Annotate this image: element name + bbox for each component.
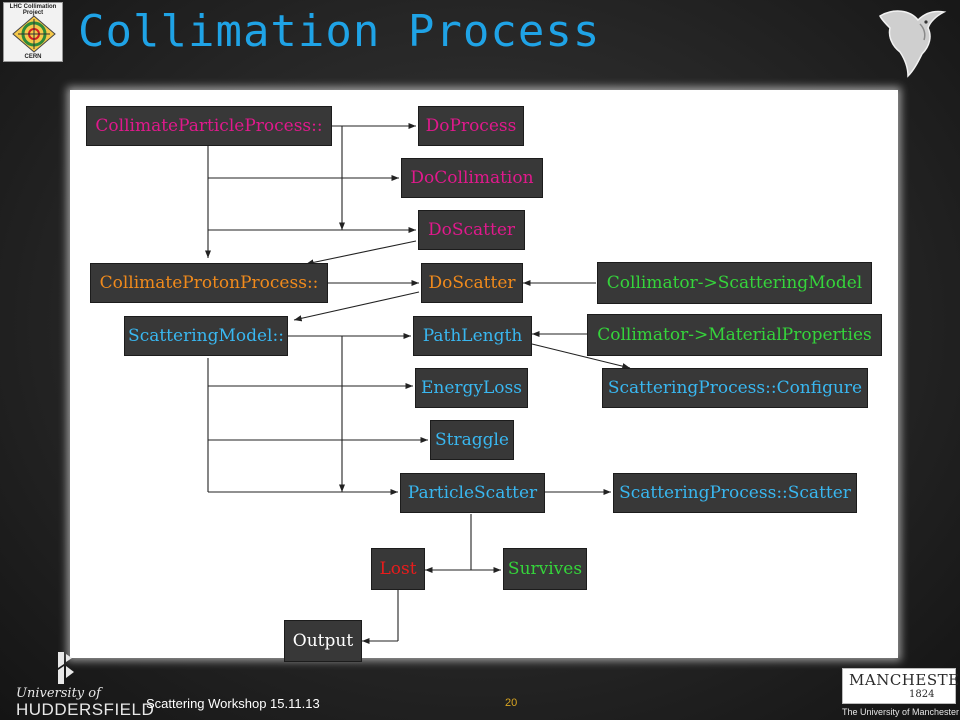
huddersfield-logo-mark [58, 652, 74, 684]
node-collimator-material-properties: Collimator->MaterialProperties [587, 314, 882, 356]
lhc-logo-bottom-text: CERN [24, 54, 42, 60]
node-collimator-scattering-model: Collimator->ScatteringModel [597, 262, 872, 304]
huddersfield-name: HUDDERSFIELD [16, 700, 155, 719]
lhc-collimation-logo: LHC Collimation Project CERN [3, 2, 63, 62]
connector-lines [204, 122, 631, 645]
node-lost: Lost [371, 548, 425, 590]
node-output: Output [284, 620, 362, 662]
page-title: Collimation Process [78, 6, 601, 57]
node-survives: Survives [503, 548, 587, 590]
node-energy-loss: EnergyLoss [415, 368, 528, 408]
node-straggle: Straggle [430, 420, 514, 460]
manchester-logo-box: MANCHESTER 1824 [842, 668, 960, 704]
node-do-scatter-1: DoScatter [418, 210, 525, 250]
manchester-logo: MANCHESTER 1824 The University of Manche… [842, 668, 960, 720]
node-do-scatter-2: DoScatter [421, 263, 523, 303]
manchester-year: 1824 [909, 689, 935, 700]
node-particle-scatter: ParticleScatter [400, 473, 545, 513]
diagram-panel: CollimateParticleProcess:: DoProcess DoC… [70, 90, 898, 662]
crosshair-icon [12, 15, 56, 53]
page-number: 20 [505, 697, 518, 709]
node-collimate-particle-process: CollimateParticleProcess:: [86, 106, 332, 146]
node-do-process: DoProcess [418, 106, 524, 146]
node-scattering-process-scatter: ScatteringProcess::Scatter [613, 473, 857, 513]
manchester-name: MANCHESTER [849, 671, 960, 689]
node-collimate-proton-process: CollimateProtonProcess:: [90, 263, 328, 303]
node-scattering-model: ScatteringModel:: [124, 316, 288, 356]
footer-event: Scattering Workshop 15.11.13 [146, 696, 320, 711]
node-scattering-process-configure: ScatteringProcess::Configure [602, 368, 868, 408]
lhc-logo-top-text: LHC Collimation Project [9, 4, 57, 16]
node-path-length: PathLength [413, 316, 532, 356]
bird-icon [879, 10, 947, 78]
huddersfield-university-of: University of [16, 686, 101, 701]
node-do-collimation: DoCollimation [401, 158, 543, 198]
manchester-subtitle: The University of Manchester [842, 707, 960, 717]
